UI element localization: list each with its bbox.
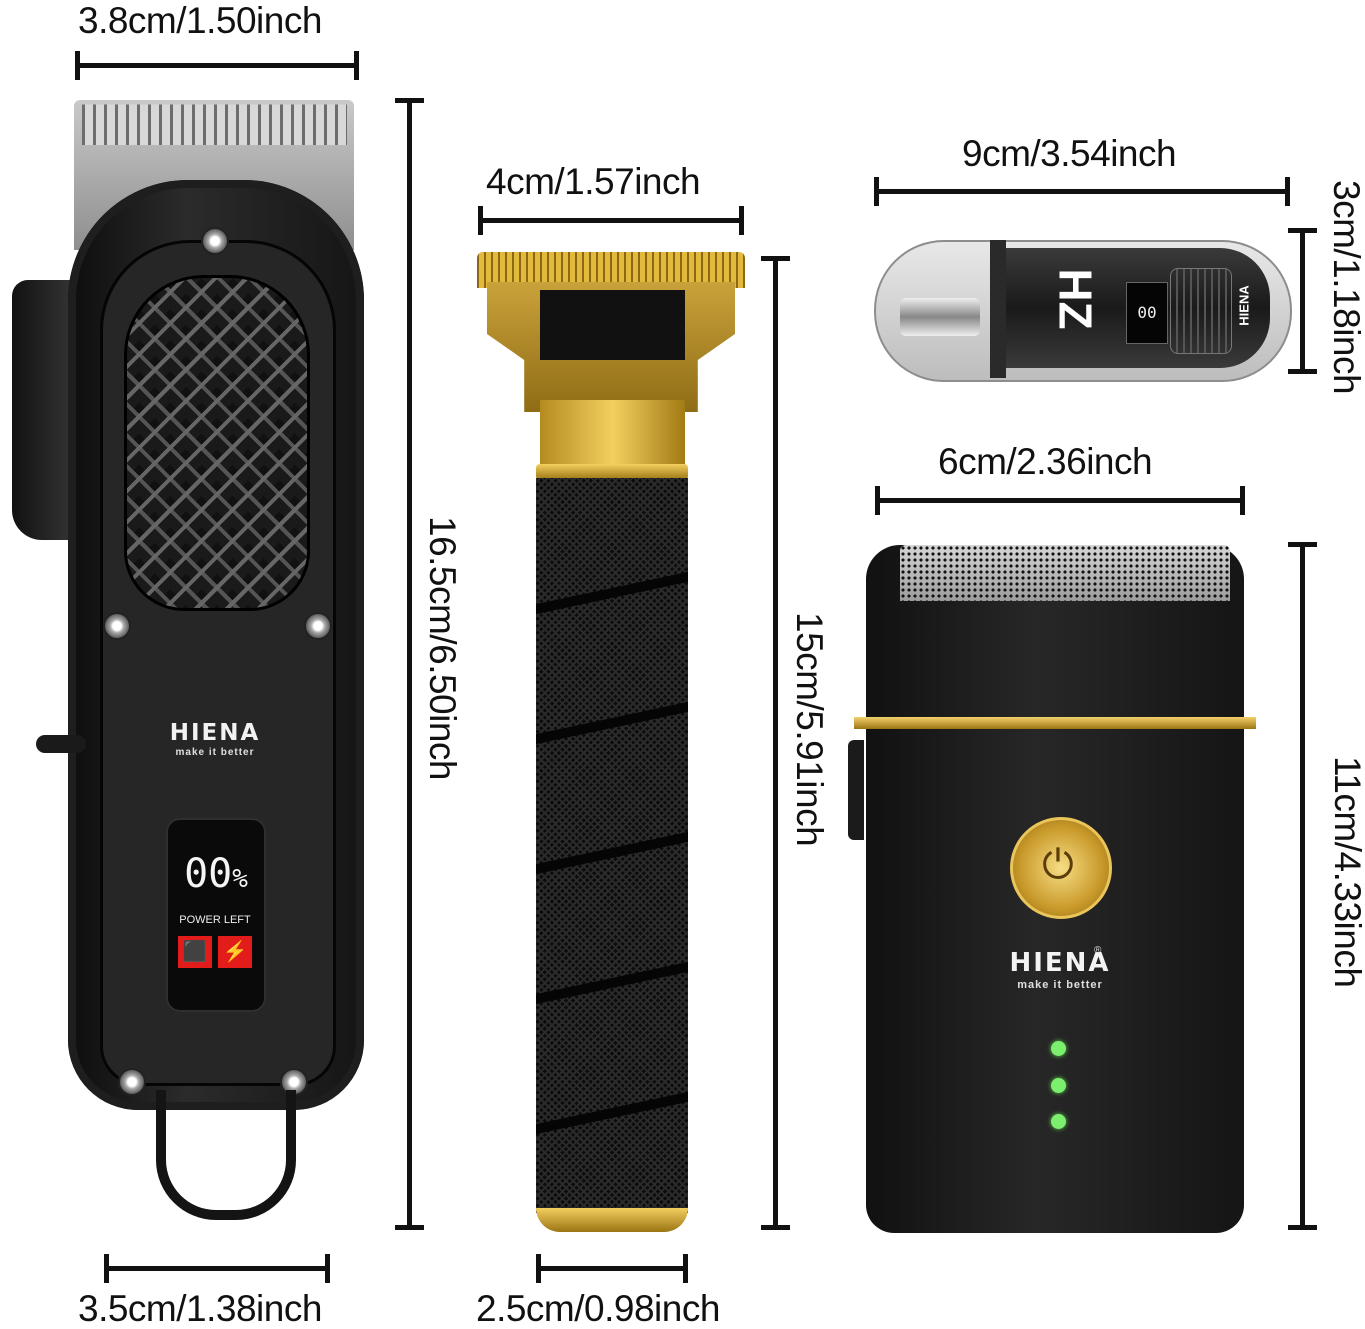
t-trimmer-width-bottom-label: 2.5cm/0.98inch xyxy=(476,1288,720,1329)
shaver-power-button xyxy=(1010,817,1112,919)
nose-trimmer-height-bar xyxy=(1288,228,1317,374)
clipper-blade-teeth xyxy=(82,104,347,145)
oil-icon: ⬛ xyxy=(178,936,212,968)
t-trimmer-top-ring xyxy=(536,464,688,480)
clipper-width-bottom-bar xyxy=(104,1254,330,1283)
t-trimmer-height-label: 15cm/5.91inch xyxy=(789,612,830,847)
power-icon: ⏻ xyxy=(1042,843,1074,887)
t-trimmer-head-inner xyxy=(540,290,685,360)
shaver-height-bar xyxy=(1288,542,1317,1230)
nose-trimmer-logo: HZ xyxy=(1049,268,1102,330)
t-trimmer-height-bar xyxy=(761,256,790,1230)
clipper-lcd-label: POWER LEFT xyxy=(179,914,251,926)
t-trimmer-width-top-label: 4cm/1.57inch xyxy=(486,161,701,202)
nose-trimmer-circuit-board xyxy=(1170,268,1232,354)
clipper-hanging-loop xyxy=(156,1090,296,1220)
screw-icon xyxy=(118,1068,146,1096)
handle-spiral-groove xyxy=(536,1091,688,1135)
t-trimmer-neck xyxy=(540,400,685,470)
shaver-brand: HIENA xyxy=(1009,948,1111,978)
clipper-width-top-label: 3.8cm/1.50inch xyxy=(78,0,322,41)
lcd-digits-value: 00 xyxy=(184,851,233,897)
battery-led-icon xyxy=(1051,1114,1066,1129)
clipper-lcd-display xyxy=(166,818,266,1012)
nose-trimmer-collar xyxy=(990,240,1006,378)
shaver-height-label: 11cm/4.33inch xyxy=(1327,756,1365,988)
screw-icon xyxy=(103,612,131,640)
shaver-tagline: make it better xyxy=(1017,979,1103,991)
clipper-taper-lever xyxy=(12,280,72,540)
nose-trimmer-width-label: 9cm/3.54inch xyxy=(962,133,1177,174)
handle-spiral-groove xyxy=(536,571,688,615)
clipper-width-top-bar xyxy=(75,51,359,80)
clipper-height-label: 16.5cm/6.50inch xyxy=(422,516,463,781)
nose-trimmer-width-bar xyxy=(874,177,1290,206)
shaver-foil-head xyxy=(900,545,1230,601)
plug-icon: ⚡ xyxy=(218,936,252,968)
clipper-diamond-grip xyxy=(124,275,310,611)
screw-icon xyxy=(304,612,332,640)
nose-trimmer-height-label: 3cm/1.18inch xyxy=(1326,180,1365,395)
lcd-percent: % xyxy=(232,864,248,894)
handle-spiral-groove xyxy=(536,961,688,1005)
nose-trimmer-brand: HIENA xyxy=(1236,285,1252,326)
t-trimmer-gold-base xyxy=(536,1208,688,1232)
screw-icon xyxy=(201,227,229,255)
nose-trimmer-cutting-tip xyxy=(900,298,980,336)
handle-spiral-groove xyxy=(536,701,688,745)
clipper-width-bottom-label: 3.5cm/1.38inch xyxy=(78,1288,322,1329)
nose-trimmer-lcd: 00 xyxy=(1126,282,1168,344)
clipper-brand: HIENA xyxy=(169,720,261,746)
t-trimmer-knurled-handle xyxy=(536,478,688,1213)
shaver-gold-trim xyxy=(854,717,1256,729)
shaver-side-switch xyxy=(848,740,864,840)
t-trimmer-width-bottom-bar xyxy=(536,1254,688,1283)
shaver-width-label: 6cm/2.36inch xyxy=(938,441,1153,482)
battery-led-icon xyxy=(1051,1078,1066,1093)
t-trimmer-width-top-bar xyxy=(478,206,744,235)
clipper-side-knob xyxy=(36,735,86,753)
battery-led-icon xyxy=(1051,1041,1066,1056)
clipper-height-bar xyxy=(395,98,424,1230)
clipper-tagline: make it better xyxy=(175,747,255,758)
registered-mark: ® xyxy=(1094,945,1102,956)
clipper-lcd-digits: 00% xyxy=(176,854,256,894)
handle-spiral-groove xyxy=(536,831,688,875)
shaver-width-bar xyxy=(875,486,1245,515)
